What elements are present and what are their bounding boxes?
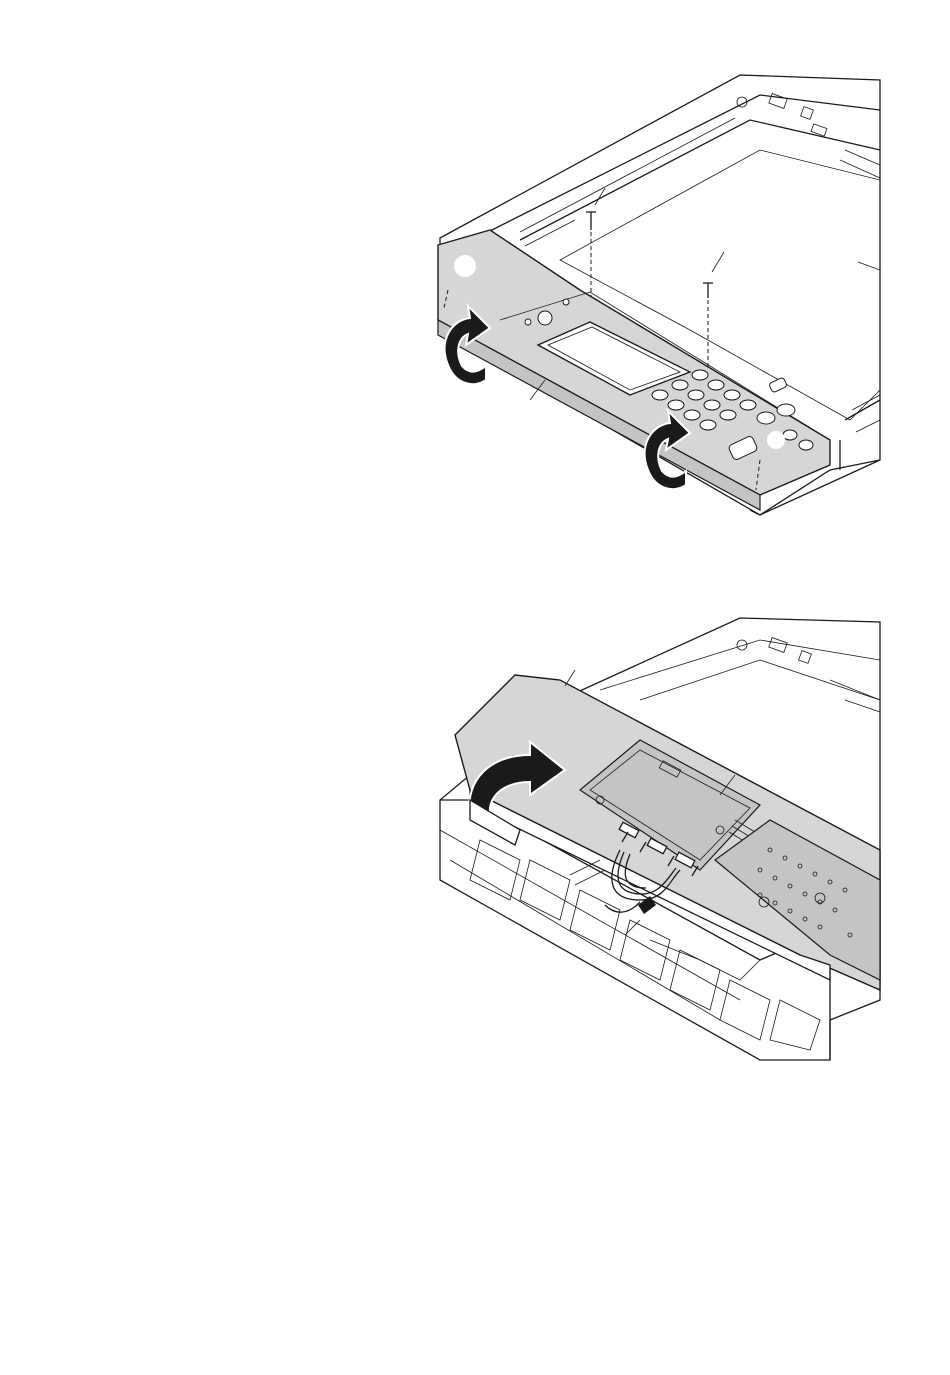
- leader-panel-2: [565, 670, 575, 686]
- figure-panel-removal-step-2: [0, 600, 950, 1080]
- figure-panel-removal-step-1: [0, 0, 950, 540]
- hook-marker-right: [767, 431, 785, 449]
- hook-marker-left: [454, 255, 476, 277]
